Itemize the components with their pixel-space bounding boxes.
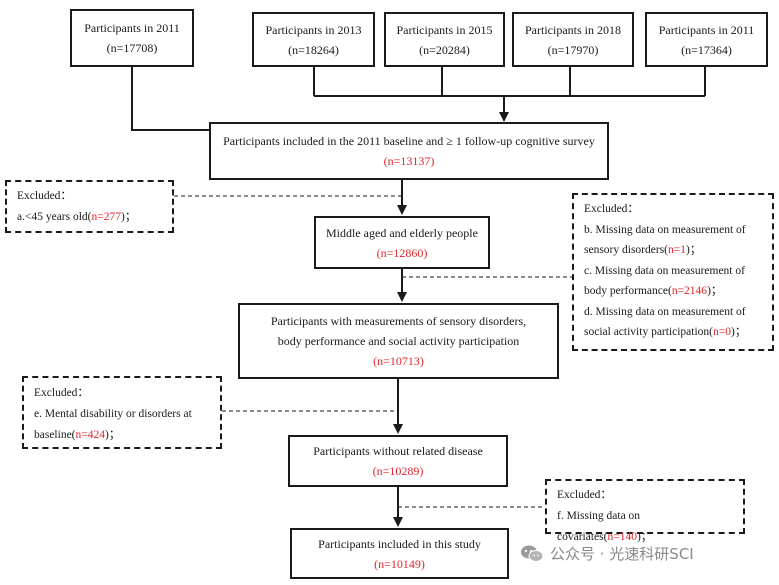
excluded-title: Excluded： [34,387,89,399]
baseline-count: (n=13137) [383,154,435,168]
top-box-label: Participants in 2011 [658,22,755,37]
top-box-label: Participants in 2011 [84,21,180,35]
no-disease-count: (n=10289) [372,464,424,478]
top-box-count: (n=18264) [288,42,339,57]
excluded-item-b: b. Missing data on measurement of sensor… [584,223,746,257]
middle-aged-box: Middle aged and elderly people (n=12860) [314,216,490,269]
excluded-item-f: f. Missing data on covariates(n=140)； [557,510,653,543]
top-box-label: Participants in 2015 [396,22,493,37]
excluded-item-c: c. Missing data on measurement of body p… [584,264,745,298]
connector-2011-to-baseline [131,67,209,131]
no-disease-box: Participants without related disease (n=… [288,435,508,487]
middle-aged-label: Middle aged and elderly people [326,225,478,240]
baseline-label: Participants included in the 2011 baseli… [223,134,595,148]
top-box-2013: Participants in 2013 (n=18264) [252,12,375,67]
final-study-label: Participants included in this study [318,536,481,551]
top-box-count: (n=17970) [547,42,599,57]
baseline-box: Participants included in the 2011 baseli… [209,122,609,180]
excluded-box-a: Excluded： a.<45 years old(n=277)； [5,180,174,233]
top-box-2011: Participants in 2011 (n=17708) [70,9,194,67]
top-box-count: (n=17708) [106,41,158,55]
no-disease-label: Participants without related disease [313,444,483,458]
top-box-2011-second: Participants in 2011 (n=17364) [645,12,768,67]
watermark: 公众号 · 光速科研SCI [520,543,694,564]
excluded-box-f: Excluded： f. Missing data on covariates(… [545,479,745,543]
excluded-title: Excluded： [584,203,639,215]
excluded-title: Excluded： [557,489,612,501]
excluded-title: Excluded： [17,190,72,202]
middle-aged-count: (n=12860) [376,245,428,260]
top-box-label: Participants in 2013 [265,22,362,37]
top-box-count: (n=17364) [681,42,732,57]
excluded-item-d: d. Missing data on measurement of social… [584,305,747,339]
excluded-item-a: a.<45 years old(n=277)； [17,211,137,223]
top-box-label: Participants in 2018 [525,22,621,37]
wechat-icon [521,545,544,562]
final-study-box: Participants included in this study (n=1… [290,528,509,579]
watermark-text: 公众号 · 光速科研SCI [550,545,694,563]
top-box-count: (n=20284) [419,42,470,57]
measurements-label-line1: Participants with measurements of sensor… [270,314,527,328]
top-box-2015: Participants in 2015 (n=20284) [384,12,505,67]
excluded-box-e: Excluded： e. Mental disability or disord… [22,376,222,449]
measurements-box: Participants with measurements of sensor… [238,303,559,379]
measurements-count: (n=10713) [373,354,424,368]
final-study-count: (n=10149) [374,556,425,571]
excluded-box-bcd: Excluded： b. Missing data on measurement… [572,193,774,351]
excluded-item-e: e. Mental disability or disorders at bas… [34,408,192,441]
top-box-2018: Participants in 2018 (n=17970) [512,12,634,67]
measurements-label-line2: body performance and social activity par… [277,334,520,348]
